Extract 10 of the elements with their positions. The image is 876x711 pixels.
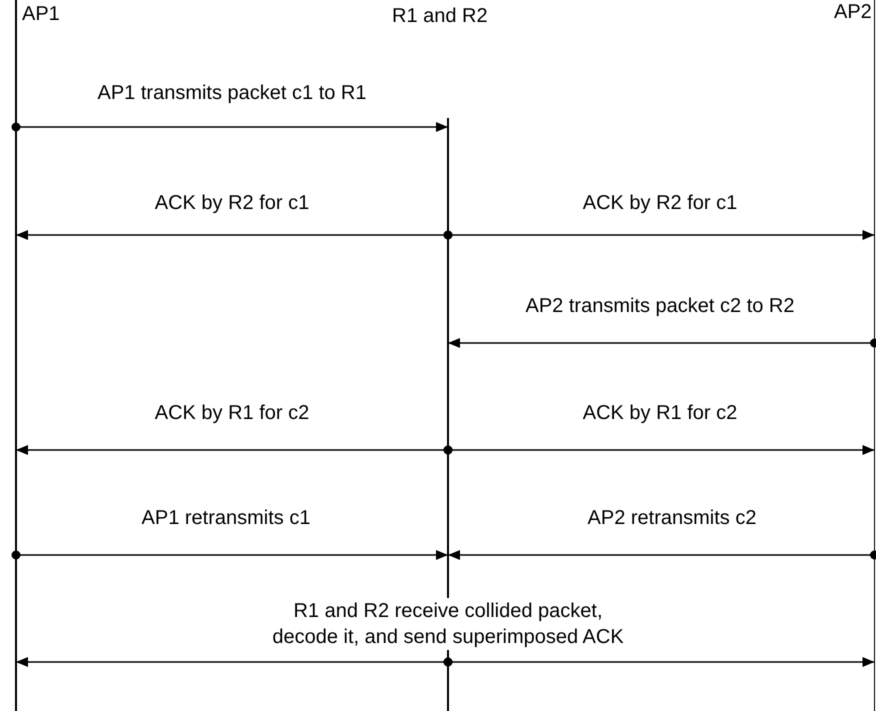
message-arrow bbox=[444, 657, 874, 667]
message-arrow bbox=[12, 122, 448, 132]
message-arrow bbox=[448, 338, 876, 348]
message-arrow bbox=[444, 230, 874, 240]
participant-label: AP2 bbox=[834, 0, 872, 24]
message-arrow bbox=[444, 445, 874, 455]
participant-label: R1 and R2 bbox=[392, 4, 488, 28]
message-arrow bbox=[12, 550, 448, 560]
message-arrow bbox=[448, 550, 876, 560]
participant-label: AP1 bbox=[22, 2, 60, 26]
